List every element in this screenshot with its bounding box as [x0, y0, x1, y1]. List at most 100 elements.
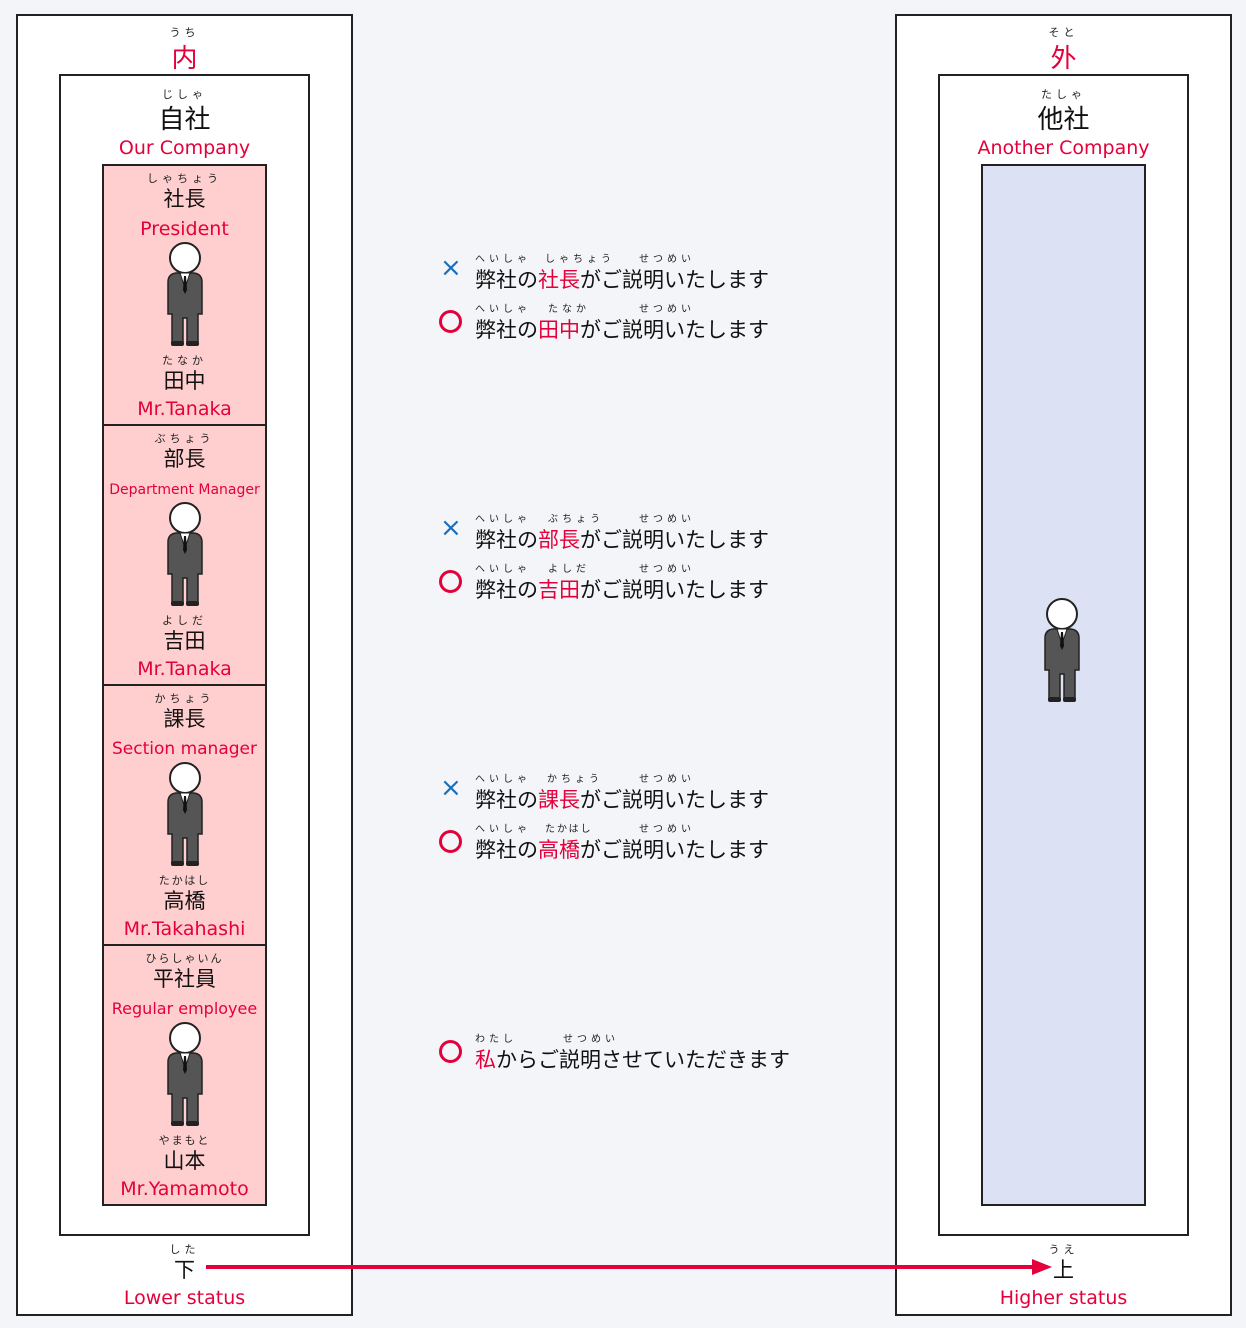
higher-status-english: Higher status: [999, 1287, 1128, 1309]
sentence-suffix: からご説明させていただきます: [496, 1048, 790, 1072]
role-title: 平社員: [153, 967, 216, 991]
example-sentence: 私からご説明させていただきます: [475, 1044, 790, 1074]
other-company-english: Another Company: [977, 137, 1150, 159]
correct-mark-icon: [439, 570, 462, 593]
role-english: President: [140, 218, 229, 240]
person-name-ruby: たなか: [162, 354, 207, 367]
ruby-setsumei: せつめい: [639, 514, 695, 525]
sentence-prefix: 弊社の: [475, 578, 538, 602]
role-title-ruby: かちょう: [154, 692, 215, 705]
role-title: 社長: [163, 187, 206, 211]
ruby-heisha: へいしゃ: [475, 514, 531, 525]
left-title: 内: [171, 44, 198, 74]
role-title-ruby: しゃちょう: [147, 172, 222, 185]
own-company-ruby: じしゃ: [162, 88, 207, 101]
person-name-english: Mr.Yamamoto: [120, 1178, 249, 1200]
sentence-suffix: がご説明いたします: [580, 838, 769, 862]
sentence-suffix: がご説明いたします: [580, 268, 769, 292]
sentence-highlight: 課長: [538, 788, 580, 812]
ruby-heisha: へいしゃ: [475, 564, 531, 575]
sentence-prefix: 弊社の: [475, 528, 538, 552]
person-name: 高橋: [163, 889, 206, 913]
example-right-takahashi: へいしゃ たかはし せつめい 弊社の高橋がご説明いたします: [475, 820, 805, 862]
right-title: 外: [1050, 44, 1077, 74]
lower-status-english: Lower status: [123, 1287, 246, 1309]
correct-mark-icon: [439, 830, 462, 853]
sentence-suffix: がご説明いたします: [580, 528, 769, 552]
ruby-role: かちょう: [547, 774, 603, 785]
example-wrong-section-manager: へいしゃ かちょう せつめい 弊社の課長がご説明いたします: [475, 770, 805, 812]
correct-mark-icon: [439, 1040, 462, 1063]
sentence-prefix: 弊社の: [475, 838, 538, 862]
example-wrong-president: へいしゃ しゃちょう せつめい 弊社の社長がご説明いたします: [475, 250, 805, 292]
role-title: 部長: [163, 447, 206, 471]
businessman-icon: [167, 762, 203, 866]
wrong-mark-icon: ×: [440, 773, 462, 803]
example-right-watashi: わたし せつめい 私からご説明させていただきます: [475, 1030, 815, 1072]
sentence-suffix: がご説明いたします: [580, 578, 769, 602]
ruby-name: たなか: [548, 304, 590, 315]
person-name-english: Mr.Tanaka: [137, 398, 232, 420]
own-company-title: 自社: [158, 105, 211, 135]
person-name: 田中: [163, 369, 206, 393]
sentence-highlight: 高橋: [538, 838, 580, 862]
example-right-yoshida: へいしゃ よしだ せつめい 弊社の吉田がご説明いたします: [475, 560, 805, 602]
ruby-setsumei: せつめい: [639, 774, 695, 785]
sentence-highlight: 田中: [538, 318, 580, 342]
person-name-ruby: やまもと: [158, 1134, 211, 1147]
right-title-ruby: そと: [1048, 26, 1079, 39]
sentence-suffix: がご説明いたします: [580, 318, 769, 342]
businessman-icon: [167, 242, 203, 346]
person-name-ruby: よしだ: [162, 614, 207, 627]
example-sentence: 弊社の高橋がご説明いたします: [475, 834, 769, 864]
ruby-heisha: へいしゃ: [475, 824, 531, 835]
sentence-prefix: 弊社の: [475, 268, 538, 292]
role-english: Department Manager: [109, 482, 260, 498]
example-right-tanaka: へいしゃ たなか せつめい 弊社の田中がご説明いたします: [475, 300, 805, 342]
sentence-highlight: 社長: [538, 268, 580, 292]
example-wrong-department-manager: へいしゃ ぶちょう せつめい 弊社の部長がご説明いたします: [475, 510, 805, 552]
businessman-icon: [1044, 598, 1080, 702]
ruby-setsumei: せつめい: [563, 1034, 619, 1045]
ruby-heisha: へいしゃ: [475, 254, 531, 265]
person-name-english: Mr.Takahashi: [123, 918, 246, 940]
example-sentence: 弊社の部長がご説明いたします: [475, 524, 769, 554]
ruby-setsumei: せつめい: [639, 254, 695, 265]
sentence-highlight: 吉田: [538, 578, 580, 602]
other-company-title: 他社: [1037, 105, 1090, 135]
own-company-english: Our Company: [118, 137, 251, 159]
higher-ruby: うえ: [1048, 1243, 1079, 1256]
wrong-mark-icon: ×: [440, 253, 462, 283]
example-sentence: 弊社の社長がご説明いたします: [475, 264, 769, 294]
wrong-mark-icon: ×: [440, 513, 462, 543]
ruby-heisha: へいしゃ: [475, 304, 531, 315]
higher-label: 上: [1053, 1258, 1074, 1282]
lower-ruby: した: [169, 1243, 200, 1256]
role-english: Regular employee: [111, 999, 258, 1018]
sentence-prefix: 弊社の: [475, 788, 538, 812]
ruby-name: よしだ: [548, 564, 590, 575]
person-name: 山本: [163, 1149, 206, 1173]
ruby-heisha: へいしゃ: [475, 774, 531, 785]
left-title-ruby: うち: [169, 26, 200, 39]
person-name-english: Mr.Tanaka: [137, 658, 232, 680]
businessman-icon: [167, 1022, 203, 1126]
role-english: Section manager: [112, 739, 257, 759]
ruby-setsumei: せつめい: [639, 824, 695, 835]
example-sentence: 弊社の田中がご説明いたします: [475, 314, 769, 344]
sentence-suffix: がご説明いたします: [580, 788, 769, 812]
businessman-icon: [167, 502, 203, 606]
ruby-watashi: わたし: [475, 1034, 517, 1045]
lower-label: 下: [174, 1258, 195, 1282]
sentence-prefix: 弊社の: [475, 318, 538, 342]
ruby-setsumei: せつめい: [639, 564, 695, 575]
correct-mark-icon: [439, 310, 462, 333]
sentence-highlight: 私: [475, 1048, 496, 1072]
status-arrow: [206, 1259, 1052, 1275]
ruby-role: ぶちょう: [548, 514, 605, 525]
ruby-name: たかはし: [545, 824, 593, 835]
role-title-ruby: ひらしゃいん: [145, 952, 224, 965]
person-name-ruby: たかはし: [158, 874, 211, 887]
sentence-highlight: 部長: [538, 528, 580, 552]
person-name: 吉田: [163, 629, 206, 653]
